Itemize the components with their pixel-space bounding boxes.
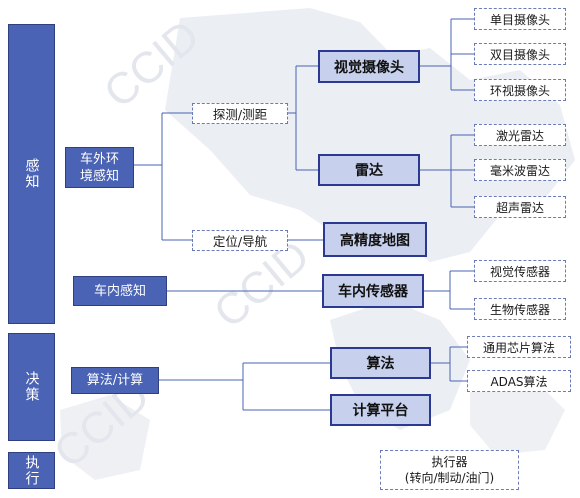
- compute-platform-box: 计算平台: [330, 394, 431, 426]
- camera-type-item: 单目摄像头: [474, 8, 566, 30]
- detection-ranging-box: 探测/测距: [192, 103, 288, 124]
- algorithm-compute-label: 算法/计算: [86, 373, 144, 388]
- sensor-type-item: 生物传感器: [474, 298, 566, 320]
- in-car-sensor-box: 车内传感器: [322, 274, 424, 308]
- in-car-perception-box: 车内感知: [73, 276, 167, 306]
- external-environment-label: 车外环境感知: [79, 151, 119, 184]
- camera-type-label: 单目摄像头: [489, 12, 550, 27]
- visual-camera-label: 视觉摄像头: [334, 59, 404, 76]
- chip-algorithm-label: 通用芯片算法: [482, 340, 555, 355]
- in-car-perception-label: 车内感知: [93, 283, 146, 299]
- map-continent-shape: [470, 375, 565, 455]
- radar-type-item: 毫米波雷达: [474, 159, 566, 181]
- camera-type-item: 环视摄像头: [474, 79, 566, 101]
- radar-type-item: 激光雷达: [474, 124, 566, 146]
- chip-algorithm-item: ADAS算法: [467, 370, 571, 392]
- positioning-navigation-label: 定位/导航: [212, 234, 268, 249]
- camera-type-item: 双目摄像头: [474, 43, 566, 65]
- category-perception: 感知: [8, 24, 55, 324]
- map-continent-shape: [165, 8, 575, 262]
- hd-map-box: 高精度地图: [323, 222, 427, 257]
- category-perception-label: 感知: [23, 158, 40, 190]
- sensor-type-label: 生物传感器: [489, 302, 550, 317]
- radar-type-item: 超声雷达: [474, 196, 566, 218]
- category-decision: 决策: [8, 333, 55, 441]
- radar-label: 雷达: [355, 163, 383, 179]
- radar-type-label: 激光雷达: [495, 128, 544, 143]
- algorithm-label: 算法: [366, 356, 395, 372]
- actuator-detail-label: (转向/制动/油门): [404, 471, 495, 485]
- detection-ranging-label: 探测/测距: [212, 107, 268, 122]
- sensor-type-item: 视觉传感器: [474, 260, 566, 282]
- radar-type-label: 超声雷达: [495, 200, 544, 215]
- sensor-type-label: 视觉传感器: [489, 264, 550, 279]
- category-execution-label: 执行: [23, 454, 40, 487]
- in-car-sensor-label: 车内传感器: [338, 284, 408, 300]
- actuator-label: 执行器: [431, 455, 468, 469]
- map-continent-shape: [60, 395, 150, 480]
- camera-type-label: 双目摄像头: [489, 47, 550, 62]
- category-execution: 执行: [8, 452, 55, 489]
- hd-map-label: 高精度地图: [340, 232, 410, 249]
- category-decision-label: 决策: [23, 371, 40, 403]
- compute-platform-label: 计算平台: [352, 403, 409, 419]
- chip-algorithm-item: 通用芯片算法: [467, 336, 571, 358]
- positioning-navigation-box: 定位/导航: [192, 230, 288, 251]
- external-environment-box: 车外环境感知: [65, 147, 134, 188]
- camera-type-label: 环视摄像头: [489, 83, 550, 98]
- actuator-box: 执行器 (转向/制动/油门): [380, 450, 519, 490]
- algorithm-compute-box: 算法/计算: [71, 367, 159, 394]
- radar-type-label: 毫米波雷达: [489, 163, 550, 178]
- radar-box: 雷达: [318, 154, 420, 186]
- chip-algorithm-label: ADAS算法: [490, 374, 548, 389]
- visual-camera-box: 视觉摄像头: [318, 50, 420, 83]
- algorithm-box: 算法: [330, 347, 431, 379]
